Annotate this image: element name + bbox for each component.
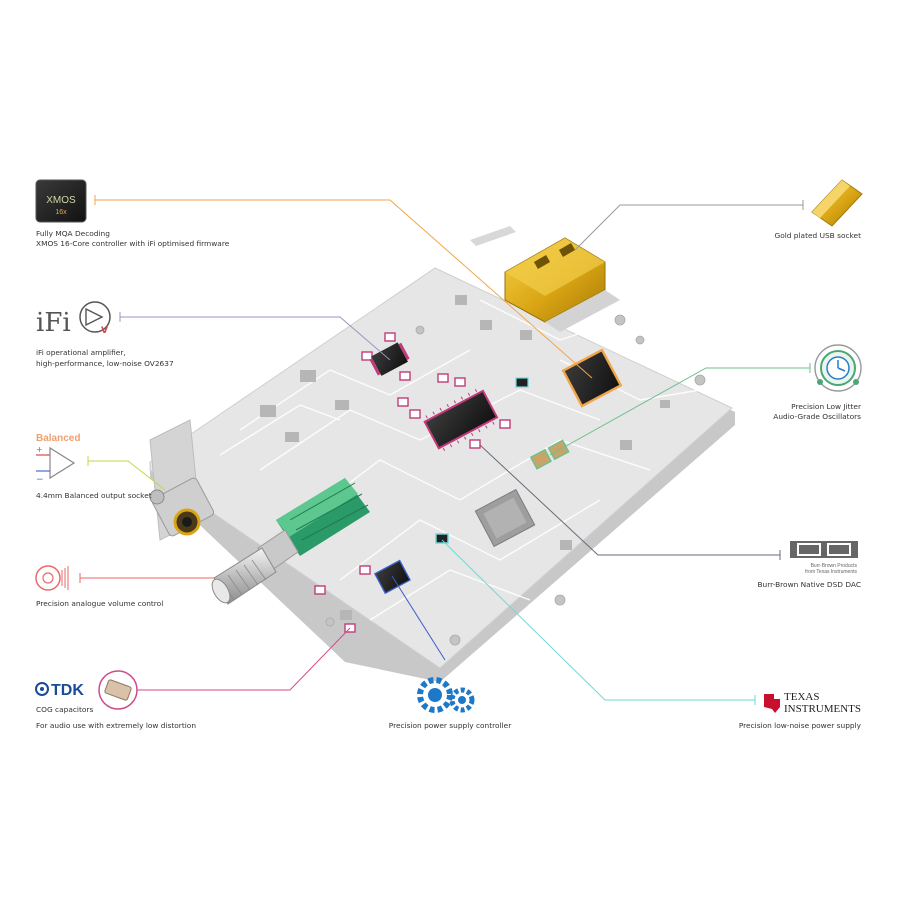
xmos-caption-2: XMOS 16-Core controller with iFi optimis… <box>36 239 230 248</box>
ifi-callout-line <box>120 316 391 361</box>
tdk-callout-line <box>137 627 351 691</box>
pcb-board <box>149 226 735 682</box>
gear-icon <box>417 677 475 713</box>
ti-regulator-chip <box>435 533 449 544</box>
tdk-logo <box>35 682 49 696</box>
balanced-jack <box>149 477 215 537</box>
dac-chip <box>423 388 499 452</box>
ti-logo-line2: INSTRUMENTS <box>784 703 861 715</box>
usb-callout-line <box>574 204 803 251</box>
dac-callout-line <box>479 444 780 556</box>
oscillator-callout-line <box>549 367 810 456</box>
svg-text:−: − <box>36 475 44 485</box>
xmos-callout-line <box>95 199 593 379</box>
bb-logo-sub1: Burr-Brown Products <box>811 563 858 569</box>
ifi-caption-2: high-performance, low-noise OV2637 <box>36 359 174 368</box>
balanced-heading: Balanced <box>36 433 80 444</box>
usb-gold-icon <box>811 179 863 227</box>
balanced-amp-icon: + − <box>36 445 76 485</box>
oscillator-caption-1: Precision Low Jitter <box>791 402 862 411</box>
ifi-logo: iFi <box>36 308 71 338</box>
usb-plug <box>504 237 620 332</box>
bb-logo-sub2: from Texas Instruments <box>805 569 857 575</box>
svg-text:V: V <box>101 326 108 336</box>
volume-knob-icon <box>35 565 69 591</box>
xmos-logo-text: XMOS <box>46 195 76 206</box>
balanced-callout-line <box>88 460 166 491</box>
small-chip <box>515 377 529 388</box>
qfp-chip <box>474 488 536 548</box>
clock-icon <box>814 344 862 392</box>
power-callout-line <box>391 575 446 661</box>
burr-brown-logo <box>790 541 858 558</box>
ifi-amp-icon: V <box>79 301 111 336</box>
oscillator-caption-2: Audio-Grade Oscillators <box>773 412 861 421</box>
tdk-caption-2: For audio use with extremely low distort… <box>36 721 196 730</box>
ti-callout-line <box>441 539 755 701</box>
tdk-logo-text: TDK <box>51 682 84 699</box>
xmos-caption-1: Fully MQA Decoding <box>36 229 110 238</box>
usb-caption: Gold plated USB socket <box>774 231 861 240</box>
xmos-logo-sub: 16x <box>55 209 67 216</box>
svg-text:+: + <box>36 445 43 454</box>
ti-caption: Precision low-noise power supply <box>739 721 862 730</box>
power-ctrl-caption: Precision power supply controller <box>389 721 512 730</box>
tdk-caption-1: COG capacitors <box>36 705 93 714</box>
volume-caption: Precision analogue volume control <box>36 599 163 608</box>
ifi-caption-1: iFi operational amplifier, <box>36 348 126 357</box>
dac-caption: Burr-Brown Native DSD DAC <box>757 580 861 589</box>
volume-pot <box>211 478 370 605</box>
ti-logo <box>764 694 780 713</box>
ti-logo-line1: TEXAS <box>784 691 819 703</box>
capacitor-icon <box>98 670 138 710</box>
xmos-chip-icon: XMOS 16x <box>35 179 87 223</box>
balanced-caption: 4.4mm Balanced output socket <box>36 491 152 500</box>
